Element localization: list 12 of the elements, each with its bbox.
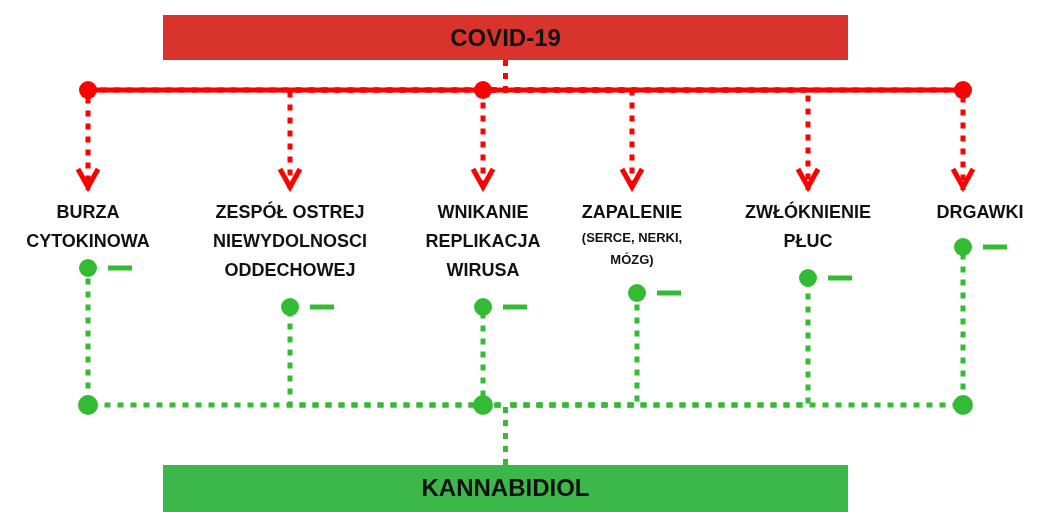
top-banner [163, 15, 848, 60]
condition-label: BURZA CYTOKINOWA [25, 201, 151, 253]
banner-title: KANNABIDIOL [421, 473, 590, 503]
condition-note: (SERCE, NERKI, MÓZG) [580, 229, 684, 269]
banner-title: COVID-19 [450, 23, 561, 53]
condition-label: ZWŁÓKNIENIE PŁUC [744, 200, 872, 253]
condition-label: ZESPÓŁ OSTREJ NIEWYDOLNOSCI ODDECHOWEJ [212, 200, 368, 282]
arrow [503, 60, 976, 190]
condition-label: WNIKANIE REPLIKACJA WIRUSA [424, 201, 542, 282]
condition-label: DRGAWKI [936, 201, 1024, 224]
bottom-banner [163, 465, 848, 512]
condition-label: ZAPALENIE [581, 201, 683, 224]
